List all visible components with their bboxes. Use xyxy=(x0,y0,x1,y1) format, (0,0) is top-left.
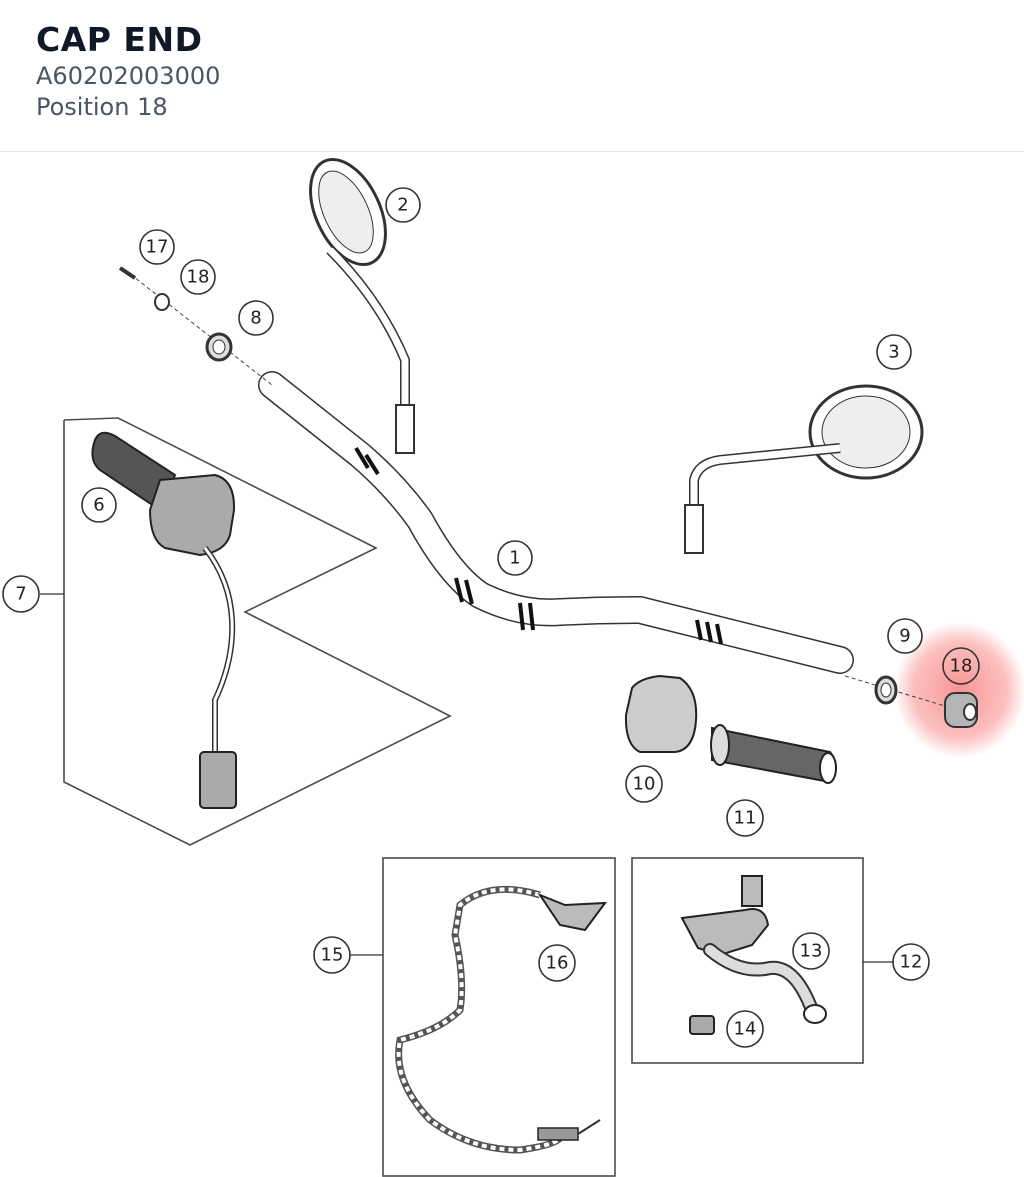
callout-15 xyxy=(313,936,351,974)
part-number: A60202003000 xyxy=(36,62,221,90)
group-frame-12 xyxy=(631,857,864,1064)
callout-17 xyxy=(139,229,175,265)
washer-icon xyxy=(154,293,170,311)
callout-label-10: 10 xyxy=(633,774,656,795)
callout-9 xyxy=(887,618,923,654)
switch-housing-icon xyxy=(624,674,698,753)
ring-icon xyxy=(205,332,233,362)
lever-icon xyxy=(680,875,827,1035)
ring-icon xyxy=(874,675,898,705)
callout-18-right xyxy=(942,647,980,685)
bolt-icon xyxy=(118,266,137,280)
callout-16 xyxy=(538,944,576,982)
part-header: CAP END A60202003000 Position 18 xyxy=(0,0,1024,152)
group-frame-7 xyxy=(63,417,452,846)
callout-12 xyxy=(892,943,930,981)
group-frame-15 xyxy=(382,857,616,1177)
callout-2 xyxy=(385,187,421,223)
callout-13 xyxy=(792,932,830,970)
callout-label-12: 12 xyxy=(900,952,923,973)
leader-line xyxy=(124,269,273,386)
callout-8 xyxy=(238,300,274,336)
callout-10 xyxy=(625,765,663,803)
switch-housing-icon xyxy=(148,473,237,809)
part-title: CAP END xyxy=(36,20,203,59)
cap-end-icon xyxy=(944,692,978,728)
callout-18-left xyxy=(180,259,216,295)
callout-label-3: 3 xyxy=(888,342,899,363)
callout-label-14: 14 xyxy=(734,1019,757,1040)
callout-7 xyxy=(2,575,40,613)
grip-icon xyxy=(710,724,837,784)
cable-icon xyxy=(395,885,608,1154)
highlight-glow xyxy=(894,622,1024,758)
callout-3 xyxy=(876,334,912,370)
callout-label-8: 8 xyxy=(250,308,261,329)
callout-label-2: 2 xyxy=(397,195,408,216)
callout-label-11: 11 xyxy=(734,808,757,829)
callout-6 xyxy=(81,487,117,523)
callout-label-16: 16 xyxy=(546,953,569,974)
callout-label-15: 15 xyxy=(321,945,344,966)
callout-label-18-right: 18 xyxy=(950,656,973,677)
callout-14 xyxy=(726,1010,764,1048)
parts-diagram: 1 2 3 6 7 8 9 10 11 12 13 14 15 16 17 18… xyxy=(2,157,1024,1177)
callout-label-7: 7 xyxy=(15,584,26,605)
callout-label-6: 6 xyxy=(93,495,104,516)
callout-1 xyxy=(497,540,533,576)
callout-leaders xyxy=(40,593,893,963)
callout-label-17: 17 xyxy=(146,237,169,258)
mirror-icon xyxy=(684,384,924,554)
mirror-icon xyxy=(309,157,415,454)
callout-label-18-left: 18 xyxy=(187,267,210,288)
handlebar-icon xyxy=(258,371,854,674)
callout-label-13: 13 xyxy=(800,941,823,962)
callout-label-1: 1 xyxy=(509,548,520,569)
callout-label-9: 9 xyxy=(899,626,910,647)
callout-11 xyxy=(726,799,764,837)
part-position: Position 18 xyxy=(36,93,168,121)
